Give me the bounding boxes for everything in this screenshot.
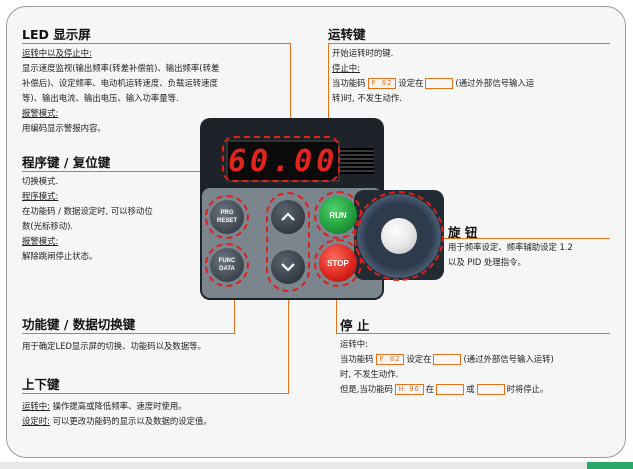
updown-text: 运转中: 操作提高或降低频率、速度时使用。 设定时: 可以更改功能码的显示以及数… [22, 399, 322, 429]
prg-alarm-desc: 解除跳闸停止状态。 [22, 251, 98, 261]
stop-line3-mid: 在 [425, 384, 435, 394]
up-button[interactable] [271, 200, 305, 234]
stop-line1-mid: 设定在 [406, 354, 432, 364]
prg-reset-text: 切换模式. 程序模式: 在功能码 / 数据设定时, 可以移动位 数(光标移动).… [22, 174, 207, 264]
prg-program-line: 数(光标移动). [22, 221, 74, 231]
prg-reset-title: 程序键 / 复位键 [22, 155, 111, 170]
knob-line: 用于频率设定、频率辅助设定 1.2 [448, 242, 573, 252]
run-stop-heading: 停止中: [332, 63, 360, 73]
led-highlight [222, 136, 340, 182]
bottom-accent [587, 462, 633, 469]
updown-running-desc: 操作提高或降低频率、速度时使用。 [52, 401, 187, 411]
run-desc-line2: 转)时, 不发生动作. [332, 93, 402, 103]
stop-highlight [314, 239, 362, 287]
chevron-up-icon [281, 212, 295, 221]
updown-running-heading: 运转中: [22, 401, 50, 411]
stop-line1-prefix: 当功能码 [340, 354, 374, 364]
stop-code-display: F 02 [375, 354, 405, 365]
run-highlight [314, 191, 362, 239]
prg-highlight [205, 195, 249, 239]
prg-program-line: 在功能码 / 数据设定时, 可以移动位 [22, 206, 153, 216]
led-display: 60.00 [226, 140, 340, 182]
func-title-underline [22, 333, 234, 334]
knob-title: 旋 钮 [448, 225, 478, 240]
led-display-value: 60.00 [228, 144, 339, 179]
updown-leader-line [288, 298, 289, 394]
run-key-title: 运转键 [328, 27, 366, 42]
stop-empty-display-3 [476, 384, 505, 395]
func-leader-line [234, 270, 235, 334]
led-running-heading: 运转中以及停止中: [22, 48, 92, 58]
run-leader-line [328, 43, 329, 191]
run-line1: 开始运转时的键. [332, 48, 394, 58]
func-data-title: 功能键 / 数据切换键 [22, 317, 136, 332]
updown-highlight [266, 192, 310, 292]
run-code-display: F 02 [367, 78, 397, 89]
run-title-underline [328, 43, 610, 44]
updown-setting-desc: 可以更改功能码的显示以及数据的设定值。 [52, 416, 212, 426]
led-running-line: 等)、输出电流、输出电压、输入功率量等. [22, 93, 179, 103]
down-button[interactable] [271, 250, 305, 284]
func-data-desc: 用于确定LED显示屏的切换、功能码以及数据等。 [22, 341, 206, 351]
updown-title-underline [22, 393, 288, 394]
led-alarm-heading: 报警模式: [22, 108, 59, 118]
stop-line2: 时, 不发生动作. [340, 369, 399, 379]
stop-key-title: 停 止 [340, 318, 370, 333]
chevron-down-icon [281, 263, 295, 272]
stop-line3-or: 或 [466, 384, 475, 394]
stop-empty-display [433, 354, 462, 365]
led-title-underline [22, 43, 290, 44]
stop-code2-display: H 96 [394, 384, 424, 395]
led-alarm-desc: 用编码显示警报内容。 [22, 123, 106, 133]
led-leader-line [290, 43, 291, 151]
prg-alarm-heading: 报警模式: [22, 236, 59, 246]
knob-line: 以及 PID 处理指令。 [448, 257, 526, 267]
updown-title: 上下键 [22, 377, 60, 392]
stop-title-underline [336, 333, 610, 334]
prg-program-heading: 程序模式: [22, 191, 59, 201]
stop-empty-display-2 [436, 384, 465, 395]
run-desc-mid: 设定在 [398, 78, 424, 88]
led-display-text: 运转中以及停止中: 显示速度监视(输出频率(转差补偿前)、输出频率(转差 补偿后… [22, 46, 292, 136]
stop-leader-line [336, 270, 337, 334]
func-highlight [205, 243, 249, 287]
knob-highlight [354, 191, 444, 281]
knob-cap[interactable] [381, 218, 417, 254]
led-display-title: LED 显示屏 [22, 27, 91, 42]
stop-running-heading: 运转中: [340, 339, 368, 349]
led-running-line: 显示速度监视(输出频率(转差补偿前)、输出频率(转差 [22, 63, 220, 73]
run-empty-display [425, 78, 454, 89]
run-desc-suffix: (通过外部信号输入运 [455, 78, 535, 88]
knob-text: 用于频率设定、频率辅助设定 1.2 以及 PID 处理指令。 [448, 240, 618, 270]
stop-line3-prefix: 但是,当功能码 [340, 384, 393, 394]
led-running-line: 补偿后)、设定频率、电动机运转速度、负载运转速度 [22, 78, 218, 88]
speaker-grill [340, 148, 374, 174]
prg-line1: 切换模式. [22, 176, 59, 186]
bottom-bar [0, 462, 633, 469]
updown-setting-heading: 设定时: [22, 416, 50, 426]
prg-title-underline [22, 171, 204, 172]
stop-line3-suffix: 时将停止。 [506, 384, 549, 394]
run-desc-prefix: 当功能码 [332, 78, 366, 88]
knob-leader-line [408, 238, 610, 239]
stop-line1-suffix: (通过外部信号输入运转) [463, 354, 554, 364]
